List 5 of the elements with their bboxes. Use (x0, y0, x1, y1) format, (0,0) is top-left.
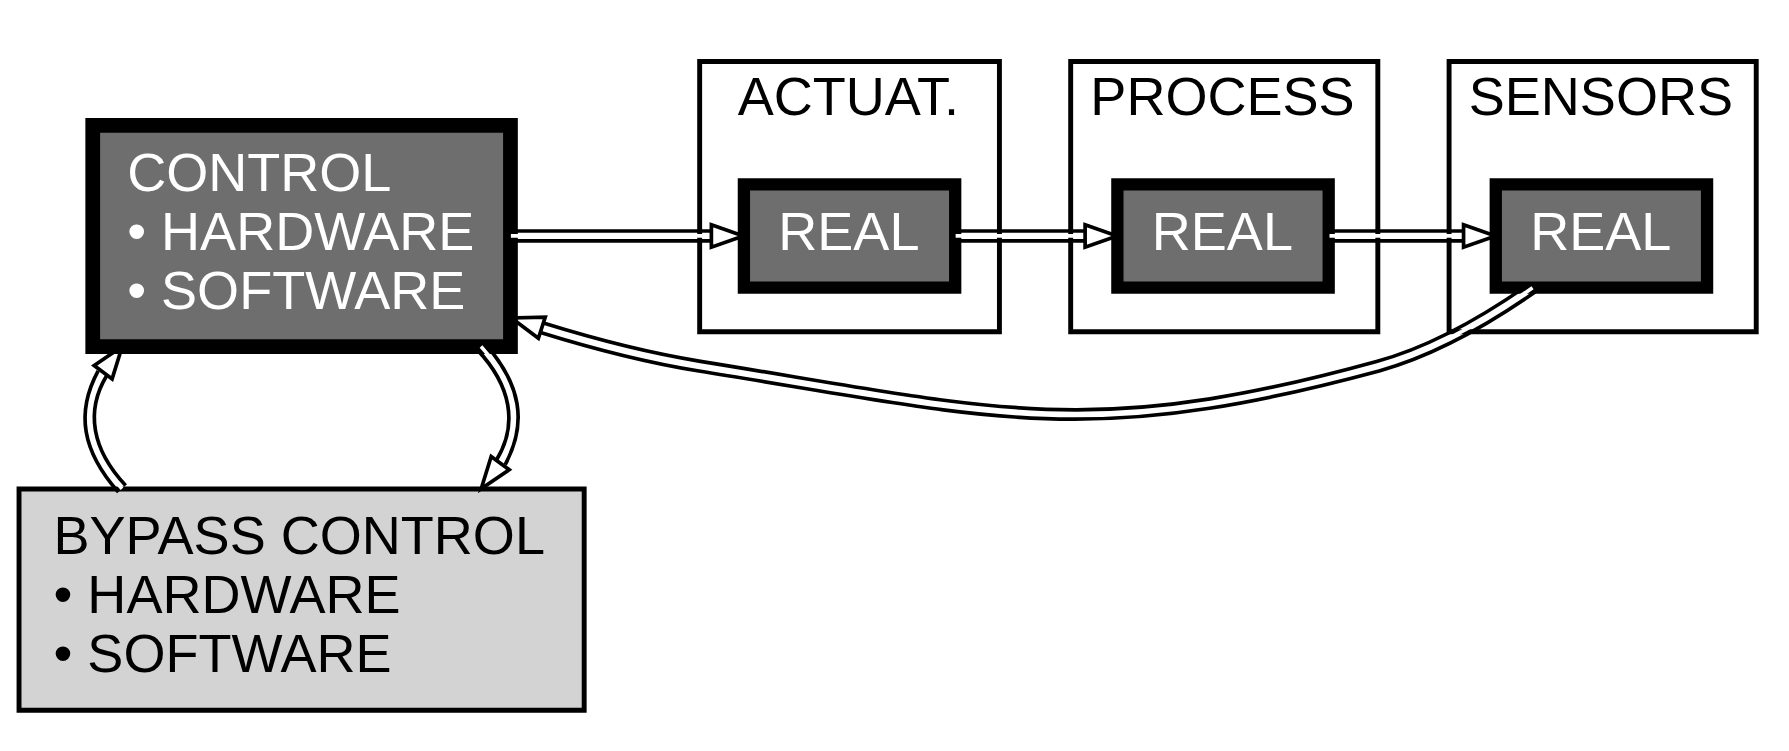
node-box: REAL (1110, 177, 1335, 294)
node-box: REAL (1489, 177, 1713, 294)
node-box: REAL (737, 177, 961, 294)
node-box: BYPASS CONTROL • HARDWARE • SOFTWARE (16, 486, 587, 713)
node-box: CONTROL • HARDWARE • SOFTWARE (84, 117, 518, 354)
